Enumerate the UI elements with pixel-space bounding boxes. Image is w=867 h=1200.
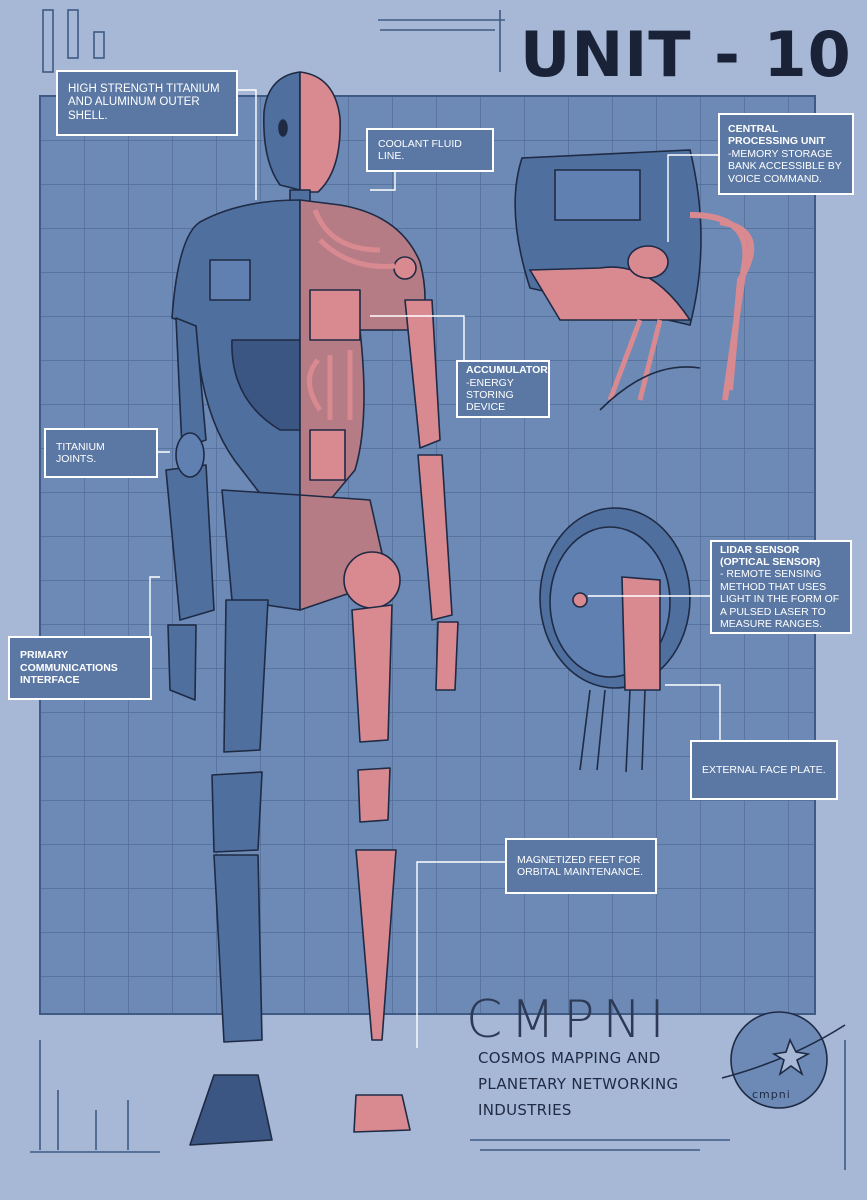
label-comms-text: PRIMARY COMMUNICATIONS INTERFACE (20, 649, 118, 687)
page-title: UNIT - 10 (520, 18, 852, 91)
label-cpu-title: CENTRAL PROCESSING UNIT (728, 123, 826, 148)
lidar-detail-sketch (539, 507, 691, 773)
corner-marks (30, 9, 846, 1170)
label-outer-shell-text: HIGH STRENGTH TITANIUM AND ALUMINUM OUTE… (68, 82, 220, 122)
label-accumulator-desc: -ENERGY STORING DEVICE (466, 376, 514, 414)
company-name-line2: PLANETARY NETWORKING (478, 1075, 679, 1093)
label-lidar-desc: - REMOTE SENSING METHOD THAT USES LIGHT … (720, 568, 840, 630)
label-lidar: LIDAR SENSOR (OPTICAL SENSOR) - REMOTE S… (710, 540, 852, 634)
label-magnetized-feet: MAGNETIZED FEET FOR ORBITAL MAINTENANCE. (505, 838, 657, 894)
label-magnetized-feet-text: MAGNETIZED FEET FOR ORBITAL MAINTENANCE. (517, 853, 644, 878)
robot-figure (165, 71, 459, 1146)
label-coolant-text: COOLANT FLUID LINE. (378, 137, 462, 162)
label-lidar-title: LIDAR SENSOR (OPTICAL SENSOR) (720, 543, 821, 569)
company-name-line3: INDUSTRIES (478, 1101, 572, 1119)
label-comms: PRIMARY COMMUNICATIONS INTERFACE (8, 636, 152, 700)
label-cpu-desc: -MEMORY STORAGE BANK ACCESSIBLE BY VOICE… (728, 147, 842, 185)
cmpni-logo (721, 1011, 846, 1109)
company-name: COSMOS MAPPING AND PLANETARY NETWORKING … (478, 1045, 678, 1123)
label-titanium-joints: TITANIUM JOINTS. (44, 428, 158, 478)
cpu-detail-sketch (514, 149, 755, 411)
label-outer-shell: HIGH STRENGTH TITANIUM AND ALUMINUM OUTE… (56, 70, 238, 136)
logo-text: cmpni (752, 1088, 791, 1101)
label-accumulator: ACCUMULATOR -ENERGY STORING DEVICE (456, 360, 550, 418)
company-acronym: CMPNI (466, 990, 673, 1050)
label-coolant: COOLANT FLUID LINE. (366, 128, 494, 172)
label-titanium-joints-text: TITANIUM JOINTS. (56, 440, 105, 465)
company-name-line1: COSMOS MAPPING AND (478, 1049, 661, 1067)
label-faceplate: EXTERNAL FACE PLATE. (690, 740, 838, 800)
label-faceplate-text: EXTERNAL FACE PLATE. (702, 763, 826, 776)
label-cpu: CENTRAL PROCESSING UNIT -MEMORY STORAGE … (718, 113, 854, 195)
label-accumulator-title: ACCUMULATOR (466, 364, 548, 377)
